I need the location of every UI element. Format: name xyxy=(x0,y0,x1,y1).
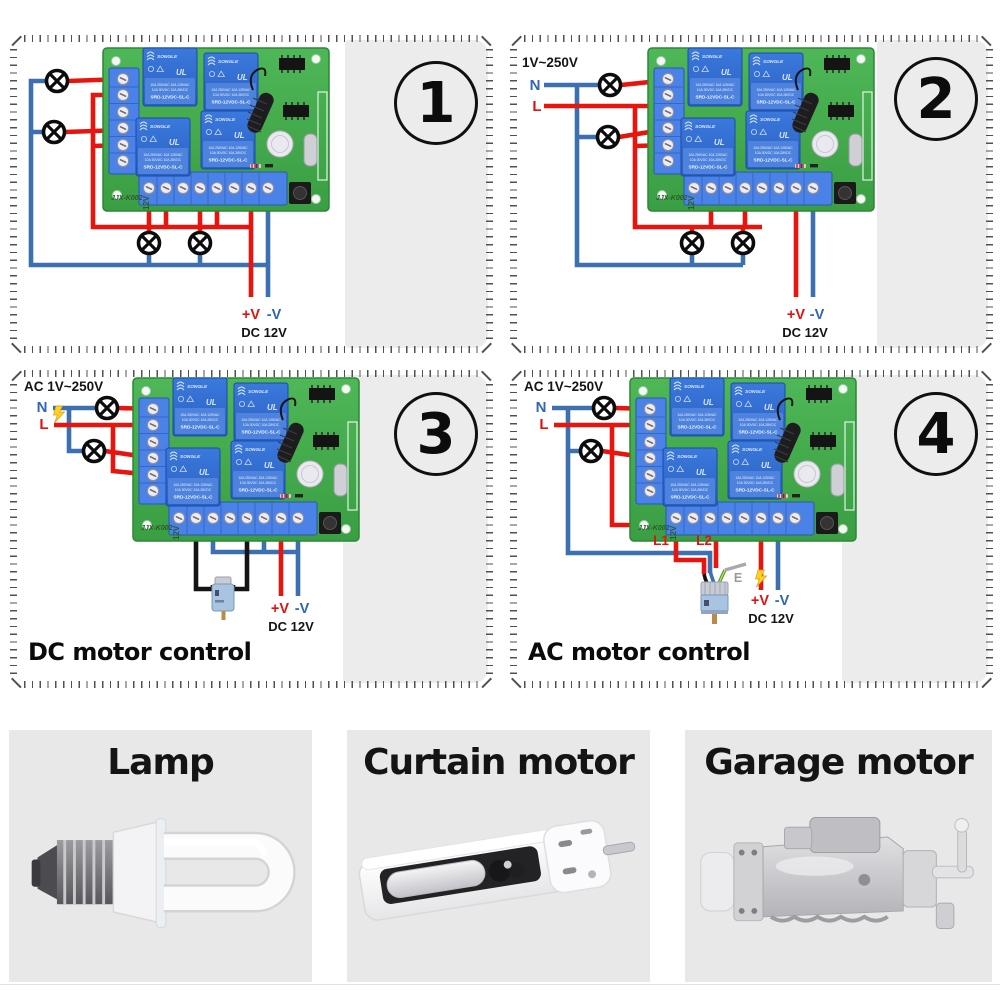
diagram-number-badge: 1 xyxy=(394,61,478,145)
diagram-number: 3 xyxy=(416,401,456,467)
wiring-diagram-4: AC 1V~250V N L L1 L2 E +V -V DC 12V xyxy=(524,368,995,626)
diagram-number-badge: 2 xyxy=(894,57,978,141)
supply-label: DC 12V xyxy=(268,619,314,634)
neutral-label: N xyxy=(37,399,48,416)
diagram-card-4: AC 1V~250V N L L1 L2 E +V -V DC 12V AC m… xyxy=(508,368,995,690)
earth-label: E xyxy=(734,571,742,585)
neutral-wires xyxy=(544,82,816,297)
cfl-lamp-image xyxy=(31,818,296,929)
diagram-caption: DC motor control xyxy=(28,638,252,666)
voltage-range-label: 1V~250V xyxy=(522,55,578,70)
bottom-divider xyxy=(0,984,1000,985)
panel-title: Garage motor xyxy=(704,742,974,783)
live-label: L xyxy=(539,416,548,433)
diagram-card-1: +V -V DC 12V 1 xyxy=(8,33,495,355)
neutral-label: N xyxy=(536,399,547,416)
minus-v-label: -V xyxy=(810,307,825,323)
live-label: L xyxy=(532,98,541,115)
wiring-diagram-2: 1V~250V N L +V -V DC 12V xyxy=(522,33,995,340)
voltage-range-label: AC 1V~250V xyxy=(24,379,103,394)
minus-v-label: -V xyxy=(295,601,310,617)
supply-label: DC 12V xyxy=(241,325,287,340)
plus-v-label: +V xyxy=(751,593,769,609)
application-panel-curtain-motor: Curtain motor xyxy=(347,730,650,982)
diagram-number-badge: 4 xyxy=(894,392,978,476)
diagram-number: 4 xyxy=(916,401,956,467)
plus-v-label: +V xyxy=(271,601,289,617)
curtain-motor-body xyxy=(358,819,635,921)
minus-v-label: -V xyxy=(267,307,282,323)
diagram-number: 1 xyxy=(416,70,456,136)
diagram-caption: AC motor control xyxy=(528,638,751,666)
voltage-range-label: AC 1V~250V xyxy=(524,379,603,394)
panel-title: Curtain motor xyxy=(363,742,635,783)
panel-title: Lamp xyxy=(107,742,215,783)
neutral-wires xyxy=(53,405,301,596)
application-panel-garage-motor: Garage motor xyxy=(685,730,992,982)
minus-v-label: -V xyxy=(775,593,790,609)
l2-label: L2 xyxy=(696,533,712,548)
l1-label: L1 xyxy=(653,533,669,548)
application-panel-lamp: Lamp xyxy=(9,730,312,982)
live-label: L xyxy=(39,416,48,433)
curtain-motor-image xyxy=(358,819,635,921)
earth-wire xyxy=(724,562,747,572)
garage-motor-body xyxy=(699,817,974,929)
diagram-card-2: 1V~250V N L +V -V DC 12V 2 xyxy=(508,33,995,355)
neutral-wires xyxy=(552,405,781,590)
lamp-holder xyxy=(112,818,166,929)
wiring-diagram-1: +V -V DC 12V xyxy=(28,33,495,340)
plus-v-label: +V xyxy=(242,307,260,323)
supply-label: DC 12V xyxy=(748,611,794,626)
diagram-number: 2 xyxy=(916,66,956,132)
neutral-label: N xyxy=(530,77,541,94)
plus-v-label: +V xyxy=(787,307,805,323)
neutral-wires xyxy=(28,78,271,297)
supply-label: DC 12V xyxy=(782,325,828,340)
wiring-diagram-3: AC 1V~250V N L +V -V DC 12V xyxy=(24,368,495,634)
lamp-base xyxy=(31,840,113,905)
diagram-number-badge: 3 xyxy=(394,392,478,476)
lamp-tube xyxy=(163,831,296,913)
garage-motor-image xyxy=(699,817,974,929)
diagram-card-3: AC 1V~250V N L +V -V DC 12V DC motor con… xyxy=(8,368,495,690)
